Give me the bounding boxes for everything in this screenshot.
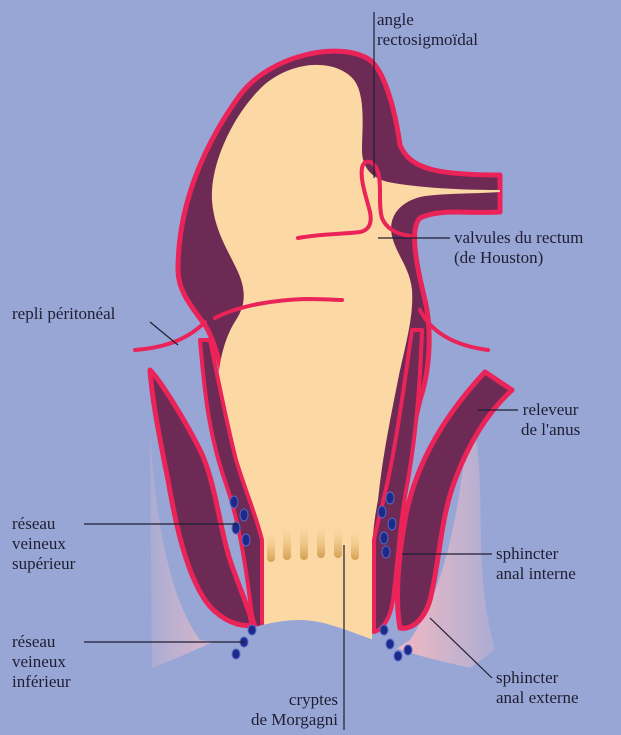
label-reseau-sup-line1: réseau bbox=[12, 514, 75, 534]
peritoneal-fold bbox=[135, 322, 205, 350]
label-sphincter-externe: sphincter anal externe bbox=[496, 668, 579, 708]
label-sphincter-int-line2: anal interne bbox=[496, 564, 576, 584]
label-reseau-superieur: réseau veineux supérieur bbox=[12, 514, 75, 574]
label-valvules-houston: valvules du rectum (de Houston) bbox=[454, 228, 583, 268]
label-reseau-inf-line3: inférieur bbox=[12, 672, 71, 692]
label-angle-line2: rectosigmoïdal bbox=[377, 30, 478, 50]
label-reseau-sup-line2: veineux bbox=[12, 534, 75, 554]
label-sphincter-ext-line2: anal externe bbox=[496, 688, 579, 708]
label-releveur-line2: de l'anus bbox=[521, 420, 580, 440]
label-repli-peritoneal: repli péritonéal bbox=[12, 304, 115, 324]
label-repli-line1: repli péritonéal bbox=[12, 304, 115, 324]
label-reseau-inf-line1: réseau bbox=[12, 632, 71, 652]
label-releveur-anus: releveur de l'anus bbox=[521, 400, 580, 440]
label-sphincter-int-line1: sphincter bbox=[496, 544, 576, 564]
label-reseau-sup-line3: supérieur bbox=[12, 554, 75, 574]
label-reseau-inferieur: réseau veineux inférieur bbox=[12, 632, 71, 692]
label-sphincter-interne: sphincter anal interne bbox=[496, 544, 576, 584]
label-cryptes-line1: cryptes bbox=[200, 690, 338, 710]
label-reseau-inf-line2: veineux bbox=[12, 652, 71, 672]
label-sphincter-ext-line1: sphincter bbox=[496, 668, 579, 688]
label-valvules-line1: valvules du rectum bbox=[454, 228, 583, 248]
leader-repli bbox=[150, 322, 178, 345]
label-cryptes-morgagni: cryptes de Morgagni bbox=[200, 690, 338, 730]
label-valvules-line2: (de Houston) bbox=[454, 248, 583, 268]
label-cryptes-line2: de Morgagni bbox=[200, 710, 338, 730]
label-releveur-line1: releveur bbox=[521, 400, 580, 420]
label-angle-rectosigmoidal: angle rectosigmoïdal bbox=[377, 10, 478, 50]
label-angle-line1: angle bbox=[377, 10, 478, 30]
